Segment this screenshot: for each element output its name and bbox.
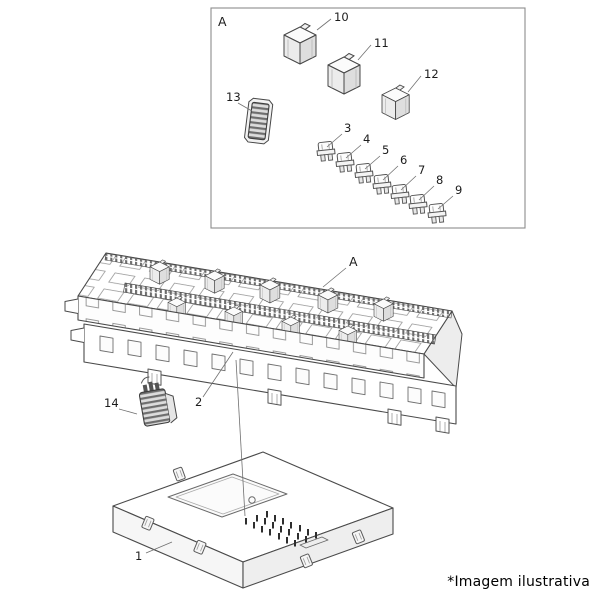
callout-9: 9 [455,183,462,197]
callout-labels: A 10 11 12 13 3 4 5 6 7 8 9 A 2 14 1 [104,10,462,563]
callout-6: 6 [400,153,407,167]
callout-4: 4 [363,132,370,146]
callout-8: 8 [436,173,443,187]
callout-2: 2 [195,395,202,409]
cover-boss [248,496,256,504]
fuse-box-assembly [64,252,463,434]
callout-1: 1 [135,549,142,563]
leader-lines [118,18,454,554]
assembly-pointer-label: A [349,254,358,269]
relay-13 [243,97,274,145]
callout-12: 12 [424,67,439,81]
callout-5: 5 [382,143,389,157]
callout-7: 7 [418,163,425,177]
left-bracket-lower [70,327,85,343]
callout-3: 3 [344,121,351,135]
callout-13: 13 [226,90,241,104]
inset-corner-label: A [218,14,227,29]
illustrative-image-note: *Imagem ilustrativa [447,574,590,590]
cover-recess [167,473,288,518]
connector-14 [138,376,178,427]
callout-14: 14 [104,396,119,410]
cover-pin-block [245,511,329,549]
lower-cover [112,451,394,589]
fuse-row-comb [123,282,437,345]
inset-panel [210,7,526,229]
cover-right-face [242,507,394,589]
callout-10: 10 [334,10,349,24]
callout-11: 11 [374,36,389,50]
left-bracket-upper [64,298,79,314]
